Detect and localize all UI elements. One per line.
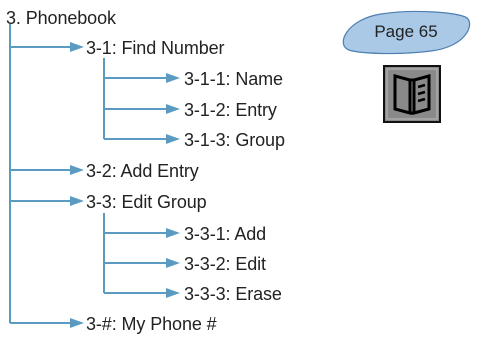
node-label-3-2: 3-2: Add Entry [86, 161, 199, 181]
node-label-3-1: 3-1: Find Number [86, 38, 225, 58]
arrowhead-3-3-2 [166, 258, 180, 268]
node-label-3-3: 3-3: Edit Group [86, 192, 207, 212]
arrowhead-3-# [70, 318, 84, 328]
node-label-3-1-2: 3-1-2: Entry [184, 100, 277, 120]
arrowhead-3-1-1 [166, 73, 180, 83]
node-label-3-3-3: 3-3-3: Erase [184, 284, 282, 304]
arrowhead-3-2 [70, 165, 84, 175]
arrowhead-3-1 [70, 42, 84, 52]
node-label-3-3-2: 3-3-2: Edit [184, 254, 266, 274]
badge-shape [342, 10, 471, 55]
root-node-label: 3. Phonebook [6, 8, 116, 28]
arrowhead-3-1-2 [166, 104, 180, 114]
arrowhead-3-3 [70, 196, 84, 206]
page-number-badge: Page 65 [341, 9, 471, 55]
node-label-3-3-1: 3-3-1: Add [184, 224, 267, 244]
arrowhead-3-3-1 [166, 228, 180, 238]
tree-lines [9, 24, 168, 324]
arrowhead-3-1-3 [166, 134, 180, 144]
node-label-3-#: 3-#: My Phone # [86, 314, 217, 334]
tree-arrowheads [70, 42, 180, 328]
arrowhead-3-3-3 [166, 288, 180, 298]
node-label-3-1-1: 3-1-1: Name [184, 69, 283, 89]
page-number-label: Page 65 [374, 22, 438, 41]
book-icon [383, 65, 441, 123]
node-label-3-1-3: 3-1-3: Group [184, 130, 285, 150]
